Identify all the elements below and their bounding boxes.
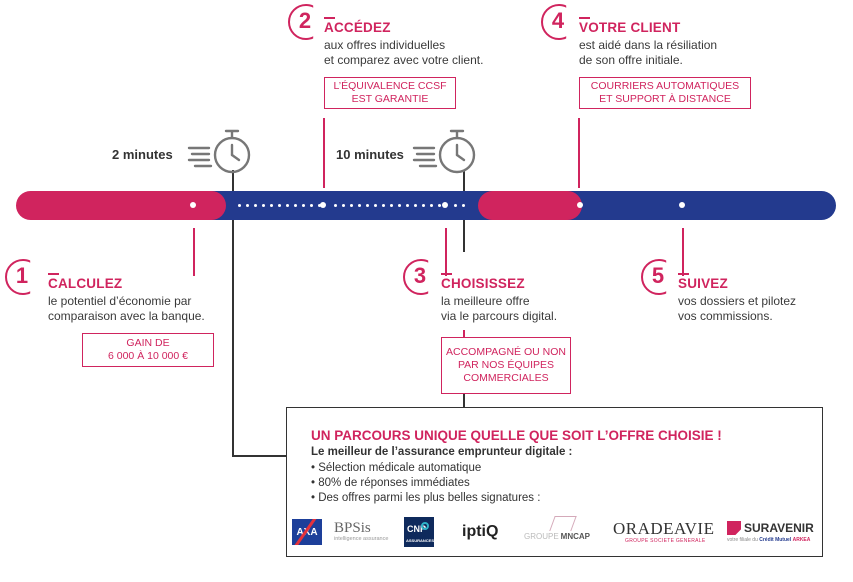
step-3-number: 3	[403, 259, 437, 293]
timeline-track-dot	[238, 204, 241, 207]
oradea-vie-logo: ORADEAVIE GROUPE SOCIETE GENERALE	[613, 518, 715, 544]
connector-step1	[193, 228, 195, 276]
timeline-track-dot	[382, 204, 385, 207]
timeline-track-dot	[318, 204, 321, 207]
connector-timer1	[232, 170, 234, 456]
timeline-track-dot	[302, 204, 305, 207]
timeline-track-dot	[278, 204, 281, 207]
connector-step3	[445, 228, 447, 276]
step-2-title: ACCÉDEZ	[324, 17, 391, 35]
timeline-track-dot	[350, 204, 353, 207]
connector-infobox-top	[463, 394, 465, 408]
timeline-track-dot	[390, 204, 393, 207]
timeline-marker-1	[190, 202, 196, 208]
timeline-track-dot	[286, 204, 289, 207]
timeline-track-dot	[398, 204, 401, 207]
timeline-track-dot	[270, 204, 273, 207]
stopwatch-icon	[412, 129, 476, 174]
info-subtitle: Le meilleur de l’assurance emprunteur di…	[311, 446, 573, 458]
timeline-track-dot	[438, 204, 441, 207]
timeline-track-dot	[414, 204, 417, 207]
info-box: UN PARCOURS UNIQUE QUELLE QUE SOIT L’OFF…	[286, 407, 823, 557]
stopwatch-icon	[187, 129, 251, 174]
timeline-track-dot	[462, 204, 465, 207]
info-title: UN PARCOURS UNIQUE QUELLE QUE SOIT L’OFF…	[311, 428, 722, 443]
timeline-track-dot	[454, 204, 457, 207]
info-bullet-2: • 80% de réponses immédiates	[311, 477, 470, 489]
iptiq-logo: iptiQ	[462, 523, 499, 540]
step-3-title: CHOISISSEZ	[441, 273, 525, 291]
timeline-track-dot	[366, 204, 369, 207]
timeline-track-dot	[422, 204, 425, 207]
step-4-number: 4	[541, 4, 575, 38]
timeline-marker-4	[577, 202, 583, 208]
timeline-track-dot	[246, 204, 249, 207]
timeline-track-dot	[430, 204, 433, 207]
axa-logo: AXA	[292, 516, 322, 548]
timeline-track-dot	[342, 204, 345, 207]
timeline-track-dot	[406, 204, 409, 207]
timeline-track-dot	[310, 204, 313, 207]
suravenir-emblem-icon	[727, 521, 741, 535]
timeline-marker-3	[442, 202, 448, 208]
timeline-marker-2	[320, 202, 326, 208]
connector-to-infobox	[232, 455, 287, 457]
timeline-track-dot	[294, 204, 297, 207]
timeline-marker-5	[679, 202, 685, 208]
info-bullet-1: • Sélection médicale automatique	[311, 462, 482, 474]
connector-step2	[323, 118, 325, 188]
timer-label-2min: 2 minutes	[112, 147, 173, 162]
timeline-track-dot	[254, 204, 257, 207]
connector-step4	[578, 118, 580, 188]
suravenir-logo: SURAVENIR votre filiale du Crédit Mutuel…	[727, 521, 814, 543]
connector-step5	[682, 228, 684, 276]
info-bullet-3: • Des offres parmi les plus belles signa…	[311, 492, 541, 504]
timeline-track-dot	[358, 204, 361, 207]
connector-step3-box	[463, 330, 465, 338]
step-5-title: SUIVEZ	[678, 273, 728, 291]
step-2-number: 2	[288, 4, 322, 38]
step-4-title: VOTRE CLIENT	[579, 17, 681, 35]
timeline-bar-pink-mid	[478, 191, 582, 220]
step-5-number: 5	[641, 259, 675, 293]
timeline-track-dot	[374, 204, 377, 207]
step-1-title: CALCULEZ	[48, 273, 123, 291]
bpsis-logo: BPSis intelligence assurance	[334, 520, 389, 543]
step-1-number: 1	[5, 259, 39, 293]
timeline-track-dot	[334, 204, 337, 207]
timer-label-10min: 10 minutes	[336, 147, 404, 162]
timeline-track-dot	[262, 204, 265, 207]
cnp-logo: CNP ASSURANCES	[404, 516, 434, 548]
